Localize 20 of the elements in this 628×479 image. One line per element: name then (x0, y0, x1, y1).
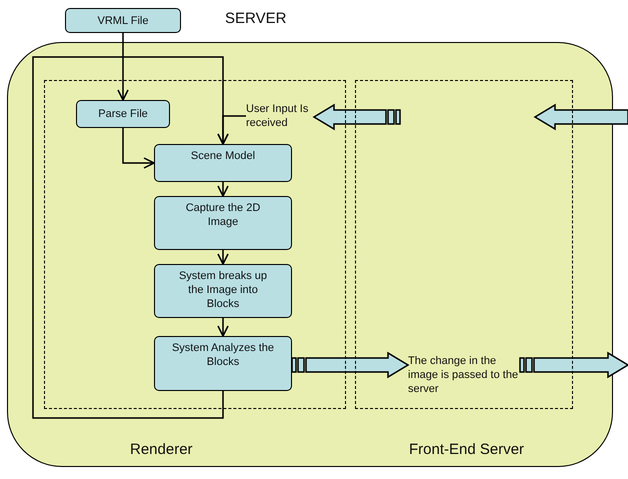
process-box: Scene Model (154, 144, 292, 182)
annotation-text: User Input Is received (246, 102, 314, 132)
process-box: System breaks up the Image into Blocks (154, 264, 292, 318)
block-arrow (291, 352, 410, 378)
annotation-text: The change in the image is passed to the server (408, 354, 520, 398)
region-title: Renderer (130, 441, 193, 458)
connector-arrow (117, 33, 129, 101)
process-box: Parse File (76, 100, 170, 128)
connector-arrow (217, 318, 229, 337)
process-box: System Analyzes the Blocks (154, 336, 292, 391)
connector-arrow (217, 250, 229, 265)
connector-arrow (217, 182, 229, 197)
connector-arrow (122, 128, 155, 169)
process-box: Capture the 2D Image (154, 196, 292, 250)
block-arrow (519, 352, 628, 378)
block-arrow (312, 104, 401, 130)
region-title: SERVER (225, 10, 286, 27)
connector-arrow (32, 56, 229, 419)
process-box: VRML File (65, 8, 181, 33)
region-title: Front-End Server (409, 441, 524, 458)
